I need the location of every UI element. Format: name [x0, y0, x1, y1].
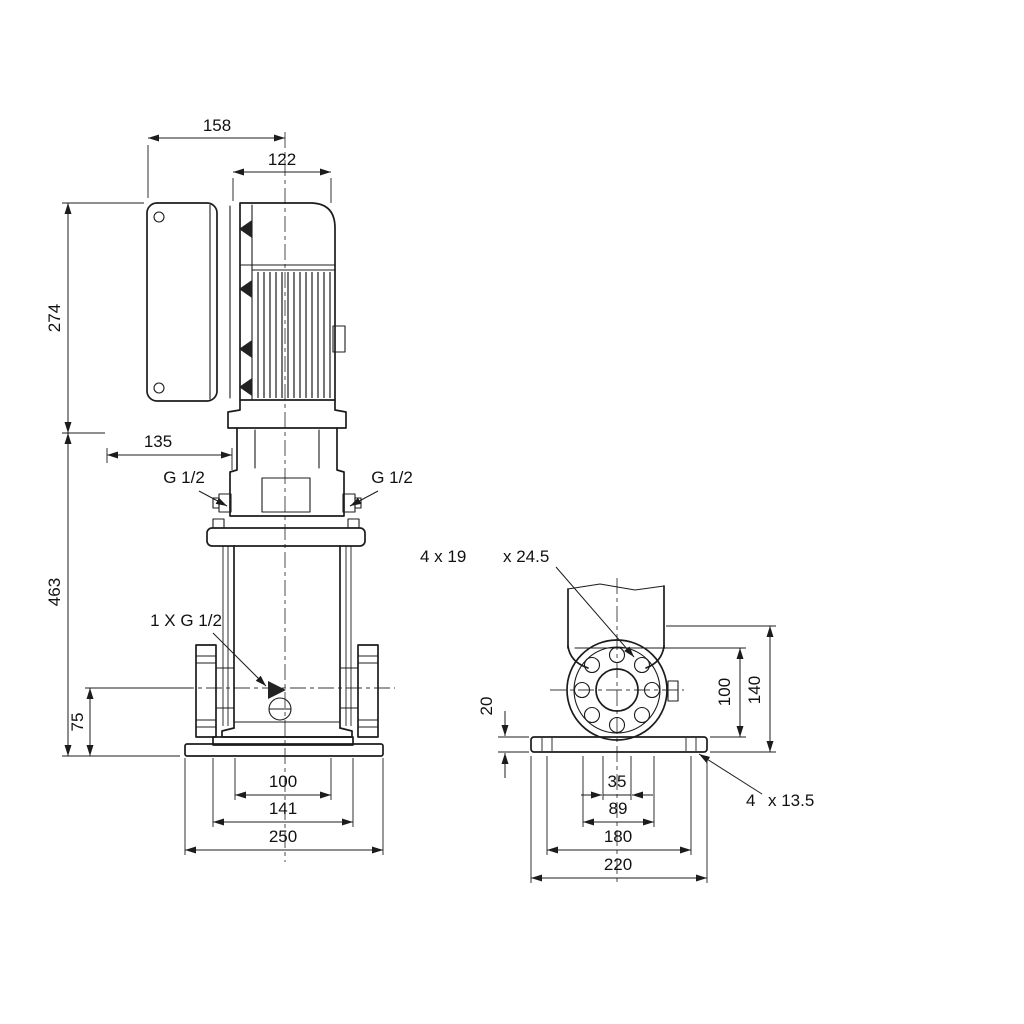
- dim-motor-height: 274: [45, 304, 64, 332]
- dim-motor-width: 122: [268, 150, 296, 169]
- flange-left: [195, 644, 235, 738]
- base-holes-count-label: 4: [746, 791, 755, 810]
- flange-bolt-holes: [573, 646, 661, 734]
- pump-head: [212, 399, 362, 517]
- break-line: [567, 583, 665, 591]
- gauge-port-left-label: G 1/2: [163, 468, 205, 487]
- drain-plug: [268, 681, 292, 721]
- side-base: [530, 736, 708, 753]
- motor: [239, 202, 346, 401]
- dim-port-width: 35: [608, 772, 627, 791]
- fin-clips: [239, 220, 252, 396]
- front-callouts: G 1/2 G 1/2 1 X G 1/2: [150, 468, 413, 687]
- motor-fins: [257, 272, 331, 398]
- motor-terminal: [332, 325, 346, 353]
- screw-icon: [153, 382, 165, 394]
- side-flange: [566, 639, 679, 741]
- pump-base: [184, 727, 384, 757]
- dim-hole-spacing: 180: [604, 827, 632, 846]
- dim-port-center-height: 75: [68, 713, 87, 732]
- dim-center-height: 100: [715, 678, 734, 706]
- front-view: 158 122 274 135 463 75: [45, 116, 413, 862]
- flange-hole-callout: 4 x 19 x 24.5: [420, 547, 635, 658]
- base-hole-callout: 4 x 13.5: [698, 753, 814, 810]
- staybolt-nut: [347, 518, 360, 529]
- port-bore: [595, 668, 639, 712]
- flange-holes-label: 4 x 19: [420, 547, 466, 566]
- dim-base-thickness: 20: [477, 697, 496, 716]
- screw-icon: [153, 211, 165, 223]
- dim-head-width: 135: [144, 432, 172, 451]
- dim-port-span: 100: [269, 772, 297, 791]
- side-view: 4 x 19 x 24.5 4 x 13.5 100 140: [420, 547, 814, 884]
- drain-port-label: 1 X G 1/2: [150, 611, 222, 630]
- control-box: [146, 202, 231, 402]
- dim-flange-height: 140: [745, 676, 764, 704]
- dim-base-width: 250: [269, 827, 297, 846]
- coupling-window: [261, 477, 311, 513]
- gauge-port-right-label: G 1/2: [371, 468, 413, 487]
- dim-flange-width: 89: [609, 799, 628, 818]
- side-column: [567, 583, 665, 669]
- gauge-plug-right: [342, 493, 362, 513]
- chamber-stack: [206, 518, 366, 729]
- dim-control-box-width: 158: [203, 116, 231, 135]
- staybolt-nut: [212, 518, 225, 529]
- side-dimensions: 100 140 20 35 89: [477, 625, 776, 883]
- front-dimensions: 158 122 274 135 463 75: [45, 116, 384, 855]
- base-holes-size-label: x 13.5: [768, 791, 814, 810]
- flange-holes-depth-label: x 24.5: [503, 547, 549, 566]
- flange-tab: [667, 680, 679, 702]
- flange-right: [339, 644, 379, 738]
- dim-pump-height: 463: [45, 578, 64, 606]
- dim-base-depth: 220: [604, 855, 632, 874]
- dim-foot-width: 141: [269, 799, 297, 818]
